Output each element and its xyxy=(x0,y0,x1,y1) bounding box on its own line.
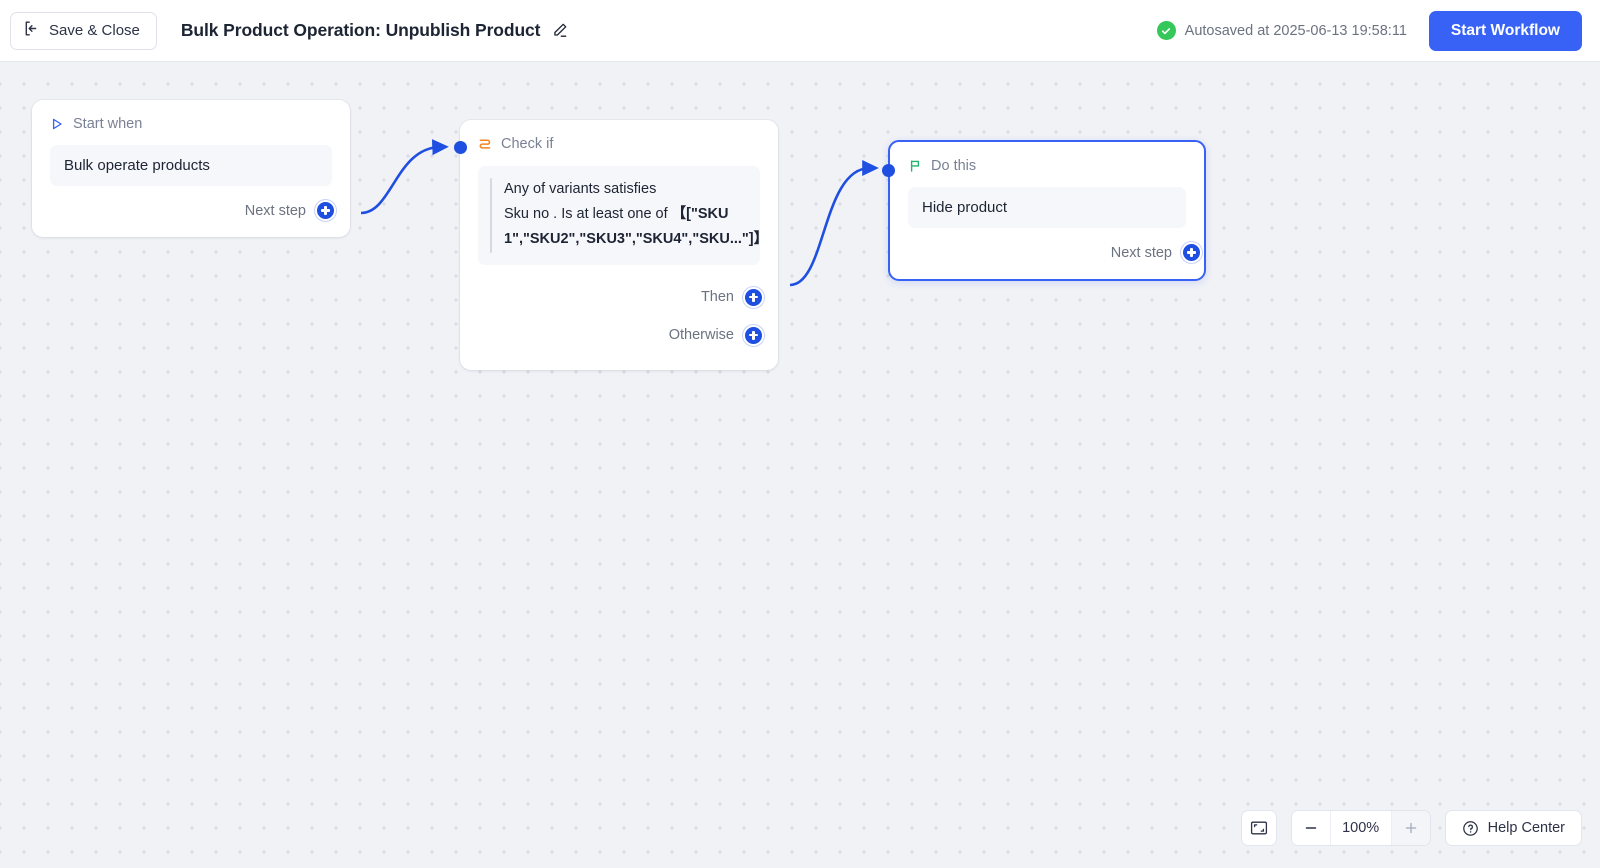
action-body-item[interactable]: Hide product xyxy=(908,187,1186,228)
node-header: Do this xyxy=(890,142,1204,174)
condition-value: 【["SKU 1","SKU2","SKU3","SKU4","SKU..."]… xyxy=(504,205,769,247)
add-otherwise-branch-button[interactable] xyxy=(743,324,764,346)
then-label: Then xyxy=(700,289,734,306)
question-circle-icon xyxy=(1462,820,1479,837)
zoom-control-group: 100% xyxy=(1290,810,1431,846)
edge-trigger-to-condition xyxy=(360,139,449,215)
canvas-toolbar: 100% Help Center xyxy=(1240,810,1582,846)
start-workflow-button[interactable]: Start Workflow xyxy=(1428,10,1582,51)
node-header-label: Do this xyxy=(931,158,977,174)
check-circle-icon xyxy=(1156,21,1176,40)
help-center-button[interactable]: Help Center xyxy=(1444,810,1582,846)
zoom-in-button[interactable] xyxy=(1391,811,1430,845)
save-and-close-label: Save & Close xyxy=(49,22,140,39)
add-next-step-button[interactable] xyxy=(1181,242,1202,263)
page-title: Bulk Product Operation: Unpublish Produc… xyxy=(180,20,541,40)
play-triangle-icon xyxy=(50,117,64,131)
pencil-icon[interactable] xyxy=(550,21,569,40)
condition-operator: Sku no . Is at least one of xyxy=(504,205,668,222)
autosave-label: Autosaved at 2025-06-13 19:58:11 xyxy=(1184,22,1407,39)
header-right-group: Autosaved at 2025-06-13 19:58:11 Start W… xyxy=(1156,10,1600,51)
trigger-next-step-row: Next step xyxy=(32,186,350,237)
workflow-canvas[interactable]: Start when Bulk operate products Next st… xyxy=(0,62,1600,868)
add-next-step-button[interactable] xyxy=(315,200,336,221)
fit-to-screen-icon[interactable] xyxy=(1240,810,1277,846)
zoom-out-button[interactable] xyxy=(1291,811,1330,845)
otherwise-label: Otherwise xyxy=(668,327,734,344)
page-title-area: Bulk Product Operation: Unpublish Produc… xyxy=(181,20,570,41)
flag-icon xyxy=(908,159,922,173)
condition-body[interactable]: Any of variants satisfies Sku no . Is at… xyxy=(478,166,768,265)
exit-arrow-icon xyxy=(23,20,40,41)
next-step-label: Next step xyxy=(1110,244,1172,261)
condition-line-2: Sku no . Is at least one of 【["SKU 1","S… xyxy=(504,202,768,252)
trigger-body-item[interactable]: Bulk operate products xyxy=(50,145,332,186)
edge-condition-to-action xyxy=(789,159,879,287)
action-next-step-row: Next step xyxy=(890,228,1204,279)
action-input-port[interactable] xyxy=(882,164,895,177)
node-header: Start when xyxy=(32,100,350,132)
add-then-branch-button[interactable] xyxy=(743,286,764,308)
condition-otherwise-row: Otherwise xyxy=(460,324,778,370)
condition-input-port[interactable] xyxy=(454,141,467,154)
condition-line-1: Any of variants satisfies xyxy=(504,181,657,197)
node-start-when[interactable]: Start when Bulk operate products Next st… xyxy=(32,100,350,237)
node-header-label: Start when xyxy=(73,116,143,132)
node-check-if[interactable]: Check if Any of variants satisfies Sku n… xyxy=(454,120,778,370)
autosave-status: Autosaved at 2025-06-13 19:58:11 xyxy=(1156,21,1407,40)
node-header: Check if xyxy=(460,120,778,152)
help-center-label: Help Center xyxy=(1487,820,1565,836)
condition-then-row: Then xyxy=(460,286,778,308)
node-header-label: Check if xyxy=(501,136,554,152)
next-step-label: Next step xyxy=(244,202,306,219)
zoom-level-label: 100% xyxy=(1329,811,1392,845)
app-header: Save & Close Bulk Product Operation: Unp… xyxy=(0,0,1600,62)
branch-icon xyxy=(478,137,492,151)
save-and-close-button[interactable]: Save & Close xyxy=(10,11,157,50)
node-do-this[interactable]: Do this Hide product Next step xyxy=(882,140,1206,281)
